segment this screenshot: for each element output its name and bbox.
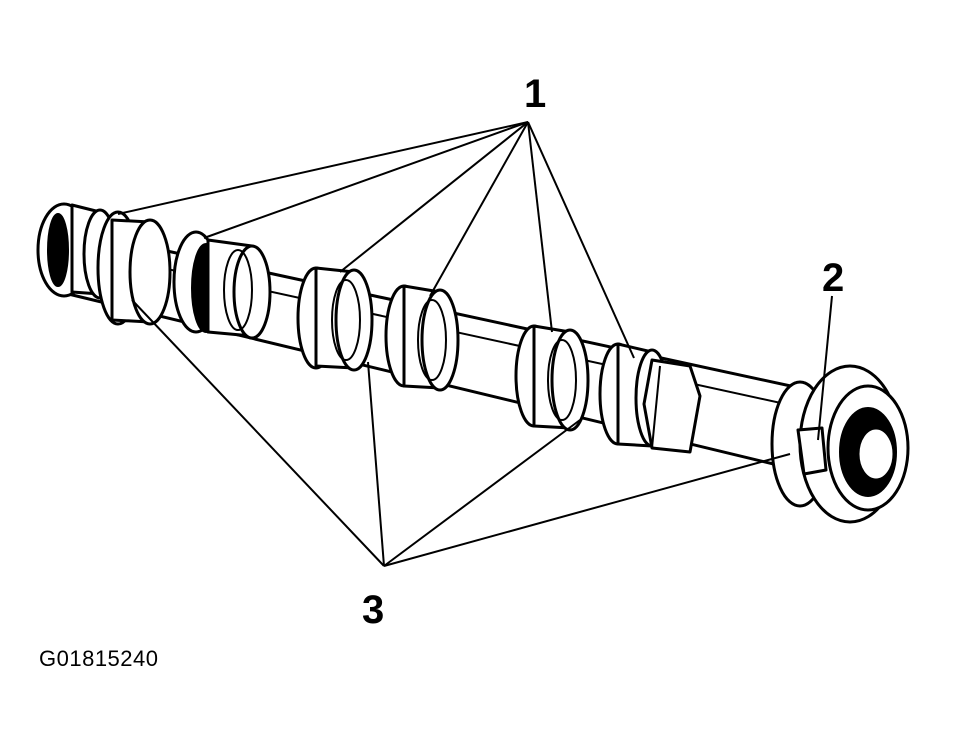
camshaft-lobe (384, 284, 460, 392)
leader-lines-1 (117, 121, 635, 359)
callout-label-3: 3 (362, 588, 385, 632)
figure-id: G01815240 (39, 646, 159, 671)
camshaft-end-flange (770, 364, 910, 524)
callout-label-2: 2 (822, 256, 845, 300)
leader-lines-3 (131, 299, 791, 567)
camshaft-lobe (296, 266, 374, 372)
camshaft-lobe (514, 324, 590, 432)
leader-line-2 (817, 295, 833, 441)
camshaft-lobe (96, 210, 172, 326)
callout-label-1: 1 (524, 72, 547, 116)
camshaft-journal (172, 230, 272, 340)
hex-section (642, 358, 702, 454)
